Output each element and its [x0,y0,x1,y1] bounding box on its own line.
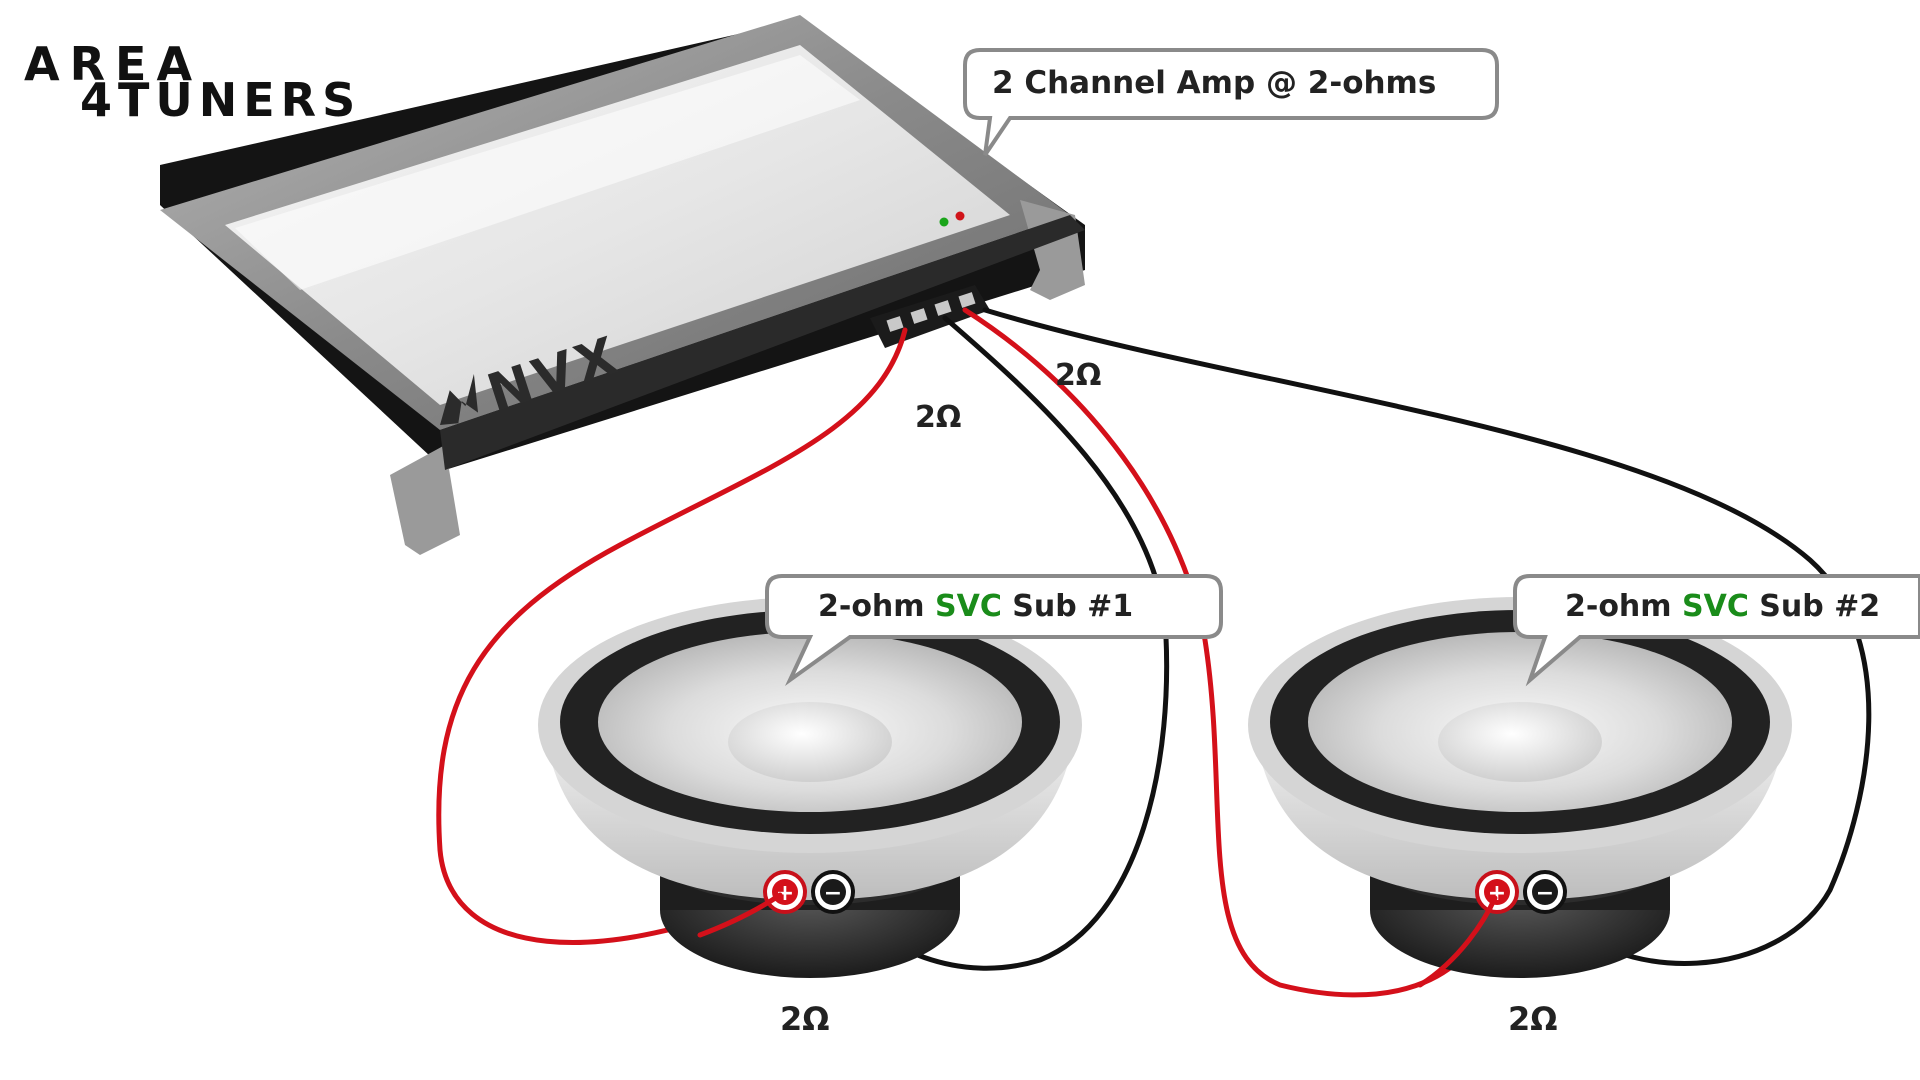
ohm-label-amp-left: 2Ω [915,400,961,435]
amp-led-green [939,217,949,227]
area4tuners-logo: AREA 4TUNERS [24,37,361,127]
wire-sub2-positive [962,307,1498,998]
sub1-plus-symbol: + [776,881,794,906]
amp-left-foot [390,445,460,555]
wire-sub1-negative [832,315,1170,971]
amp-top-panel [225,45,1010,405]
ohm-label-sub1: 2Ω [780,1000,829,1038]
amp-brand-mark [440,374,479,425]
sub2-callout-bubble [1513,574,1920,687]
sub1-negative-terminal: − [811,870,855,914]
sub2-callout-svc: SVC [1682,589,1749,624]
sub2-callout: 2-ohm SVC Sub #2 [1513,574,1920,687]
logo-line-1: AREA [24,37,202,91]
logo-line-2: 4TUNERS [80,73,361,127]
wire-sub1-positive [436,327,908,945]
sub1-callout-pre: 2-ohm [818,589,935,624]
ohm-label-sub2: 2Ω [1508,1000,1557,1038]
sub2-callout-pre: 2-ohm [1565,589,1682,624]
sub1-callout-text: 2-ohm SVC Sub #1 [818,589,1133,624]
sub1-dust-cap [728,702,892,782]
sub1-callout: 2-ohm SVC Sub #1 [765,574,1223,687]
sub2-positive-terminal: + [1475,870,1519,914]
sub1-callout-bubble [765,574,1223,687]
sub2-callout-post: Sub #2 [1749,589,1880,624]
sub1-callout-svc: SVC [935,589,1002,624]
amp-callout: 2 Channel Amp @ 2-ohms [963,48,1499,157]
sub2-negative-terminal: − [1523,870,1567,914]
amp-led-red [955,211,965,221]
amp-callout-text: 2 Channel Amp @ 2-ohms [992,65,1436,101]
sub2-dust-cap [1438,702,1602,782]
subwoofer-2: + − [1248,597,1792,978]
sub1-minus-symbol: − [824,881,842,906]
amp-sheen [235,55,860,290]
amplifier: NVX [160,15,1085,555]
sub1-callout-post: Sub #1 [1002,589,1133,624]
sub2-callout-text: 2-ohm SVC Sub #2 [1565,589,1880,624]
amp-front-edge [440,215,1085,470]
wire-ends [697,892,1498,988]
ohm-label-amp-right: 2Ω [1055,358,1101,393]
subwoofer-1: + − [538,597,1082,978]
amp-callout-bubble [963,48,1499,157]
amp-terminals [886,292,976,332]
sub1-positive-terminal: + [763,870,807,914]
sub2-minus-symbol: − [1536,881,1554,906]
